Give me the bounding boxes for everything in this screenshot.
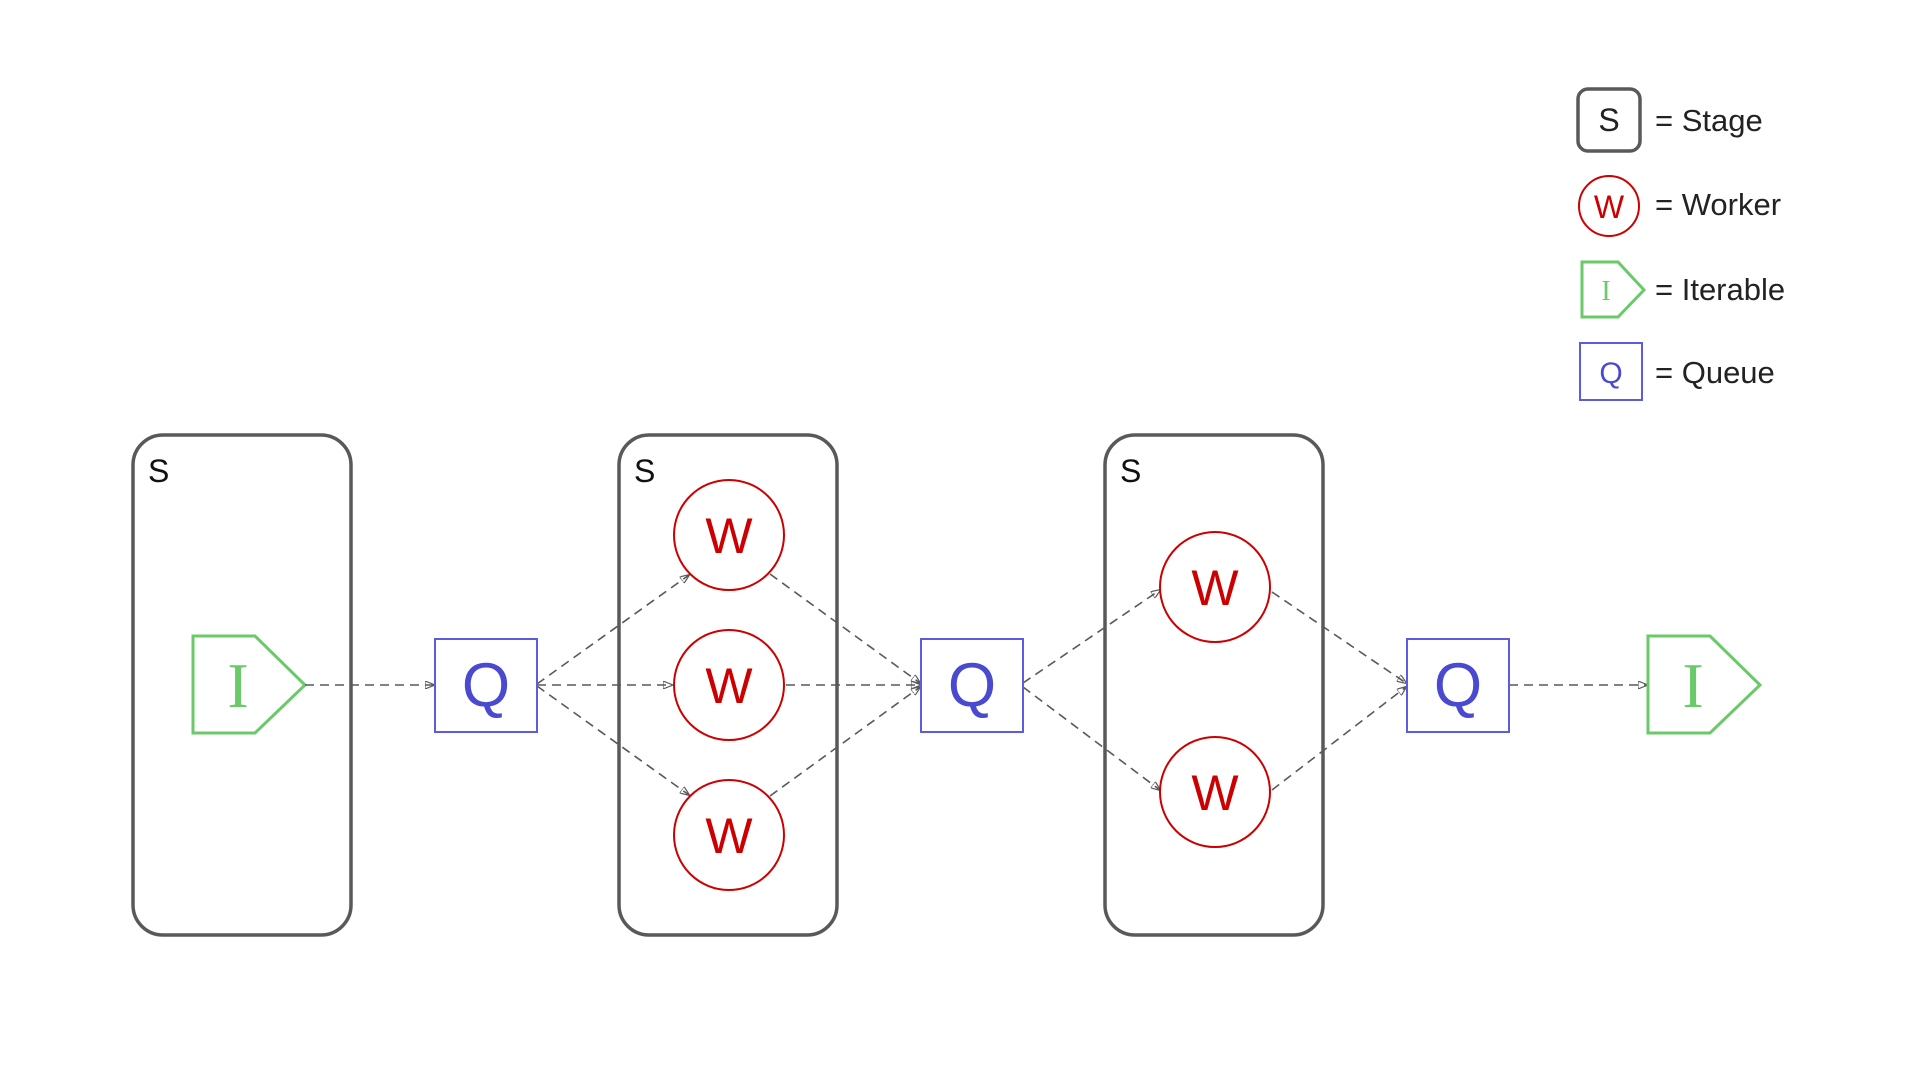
stage-3-label: S	[1120, 453, 1141, 489]
worker-3b	[1159, 736, 1271, 848]
worker-2c-label: W	[705, 808, 753, 864]
legend-worker: W = Worker	[1578, 175, 1781, 237]
connections	[305, 573, 1647, 797]
arrow-worker-2c-to-queue-2	[769, 687, 920, 797]
arrow-queue-2-to-worker-3b	[1022, 686, 1160, 790]
stage-1: S I	[131, 433, 353, 937]
queue-3-box	[1406, 638, 1510, 733]
stage-1-iterable-shape	[191, 634, 308, 735]
worker-2c	[673, 779, 785, 891]
worker-3a	[1159, 531, 1271, 643]
output-iterable: I	[1646, 634, 1763, 735]
worker-2a	[673, 479, 785, 591]
legend-queue: Q = Queue	[1579, 342, 1775, 401]
worker-2a-label: W	[705, 508, 753, 564]
queue-1-box	[434, 638, 538, 733]
stage-3-box	[1103, 433, 1325, 937]
queue-2-box	[920, 638, 1024, 733]
arrow-queue-2-to-worker-3a	[1022, 590, 1160, 684]
queue-3: Q	[1406, 638, 1510, 733]
legend-iterable: I = Iterable	[1580, 260, 1785, 319]
legend: S = Stage W = Worker I = Iterable Q = Qu…	[1576, 87, 1785, 401]
queue-3-label: Q	[1434, 651, 1482, 720]
worker-3a-label: W	[1191, 560, 1239, 616]
iterable-legend-icon	[1580, 260, 1647, 319]
worker-legend-label: = Worker	[1655, 187, 1781, 222]
arrow-worker-3b-to-queue-3	[1271, 687, 1406, 791]
queue-legend-label: = Queue	[1655, 355, 1775, 390]
worker-3b-label: W	[1191, 765, 1239, 821]
queue-legend-symbol: Q	[1599, 357, 1622, 390]
stage-2-workers: W W W	[673, 479, 785, 891]
stage-3: S	[1103, 433, 1325, 937]
worker-2b	[673, 629, 785, 741]
iterable-legend-symbol: I	[1601, 276, 1610, 307]
queue-2-label: Q	[948, 651, 996, 720]
output-iterable-shape	[1646, 634, 1763, 735]
stage-3-workers: W W	[1159, 531, 1271, 848]
output-iterable-label: I	[1682, 650, 1703, 721]
arrow-queue-1-to-worker-2c	[536, 685, 689, 795]
stage-1-label: S	[148, 453, 169, 489]
queue-legend-icon	[1579, 342, 1643, 401]
queue-1-label: Q	[462, 651, 510, 720]
stage-legend-symbol: S	[1598, 102, 1619, 138]
stage-2-label: S	[634, 453, 655, 489]
queue-1: Q	[434, 638, 538, 733]
worker-legend-icon	[1578, 175, 1640, 237]
stage-legend-label: = Stage	[1655, 103, 1763, 138]
legend-stage: S = Stage	[1576, 87, 1763, 153]
arrow-worker-2a-to-queue-2	[769, 573, 920, 683]
stage-1-iterable-label: I	[227, 650, 248, 721]
worker-legend-symbol: W	[1594, 189, 1625, 225]
arrow-queue-1-to-worker-2a	[536, 575, 689, 685]
worker-2b-label: W	[705, 658, 753, 714]
queue-2: Q	[920, 638, 1024, 733]
arrow-worker-3a-to-queue-3	[1271, 591, 1406, 683]
iterable-legend-label: = Iterable	[1655, 272, 1785, 307]
stage-legend-icon	[1576, 87, 1642, 153]
